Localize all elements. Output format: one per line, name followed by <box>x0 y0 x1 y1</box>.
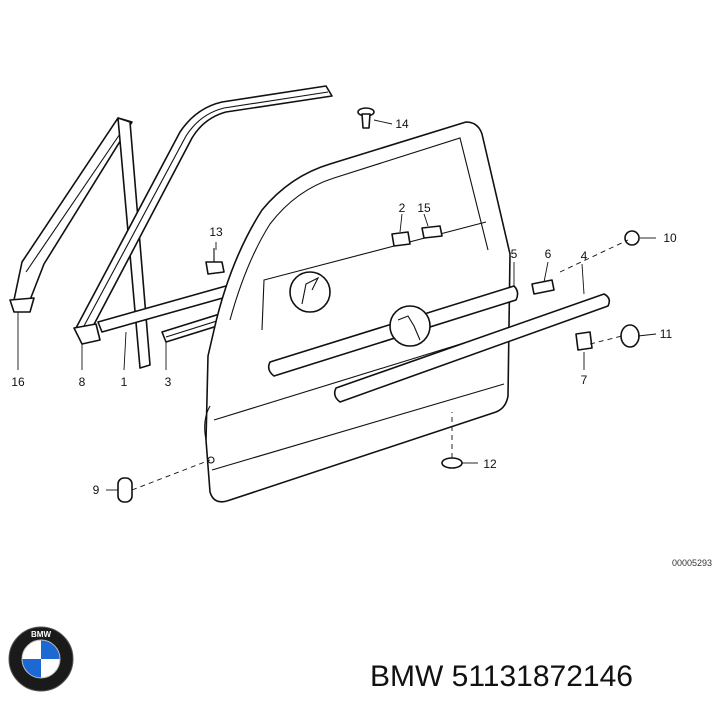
part-2-clip <box>391 231 411 247</box>
part-11-grommet <box>620 324 640 348</box>
callout-12: 12 <box>483 457 497 471</box>
part-16-window-channel <box>9 117 133 313</box>
part-4-trim-strip <box>333 293 611 403</box>
reference-code: 00005293 <box>672 558 712 568</box>
callout-3: 3 <box>165 375 172 389</box>
part-8-frame-seal <box>73 85 333 345</box>
callout-16: 16 <box>11 375 25 389</box>
logo-text: BMW <box>31 630 51 639</box>
callout-11: 11 <box>660 327 673 341</box>
section-detail-upper <box>289 271 331 313</box>
callout-14: 14 <box>395 117 409 131</box>
part-6-clip <box>531 279 555 295</box>
callout-6: 6 <box>545 247 552 261</box>
callout-4: 4 <box>581 249 588 263</box>
part-10-plug <box>624 230 640 246</box>
callout-2: 2 <box>399 201 406 215</box>
callout-1: 1 <box>121 375 128 389</box>
part-14-push-clip <box>357 107 375 129</box>
section-detail-lower <box>389 305 431 347</box>
part-13-clip-nut <box>205 248 225 275</box>
callout-10: 10 <box>663 231 677 245</box>
part-7-bracket <box>575 331 593 351</box>
callout-7: 7 <box>581 373 588 387</box>
part-9-cap <box>117 477 133 503</box>
callout-9: 9 <box>93 483 100 497</box>
part-15-clip <box>421 225 443 239</box>
callout-8: 8 <box>79 375 86 389</box>
bmw-logo: BMW <box>8 626 74 692</box>
part-12-drain-plug <box>441 457 463 469</box>
part-number-label: BMW 51131872146 <box>370 660 633 693</box>
callout-5: 5 <box>511 247 518 261</box>
callout-13: 13 <box>209 225 223 239</box>
callout-15: 15 <box>417 201 431 215</box>
leader-lines <box>17 119 657 491</box>
callout-labels: 1 2 3 4 5 6 7 8 9 10 11 12 13 14 15 16 0… <box>11 117 712 568</box>
parts-diagram: 1 2 3 4 5 6 7 8 9 10 11 12 13 14 15 16 0… <box>9 85 712 568</box>
